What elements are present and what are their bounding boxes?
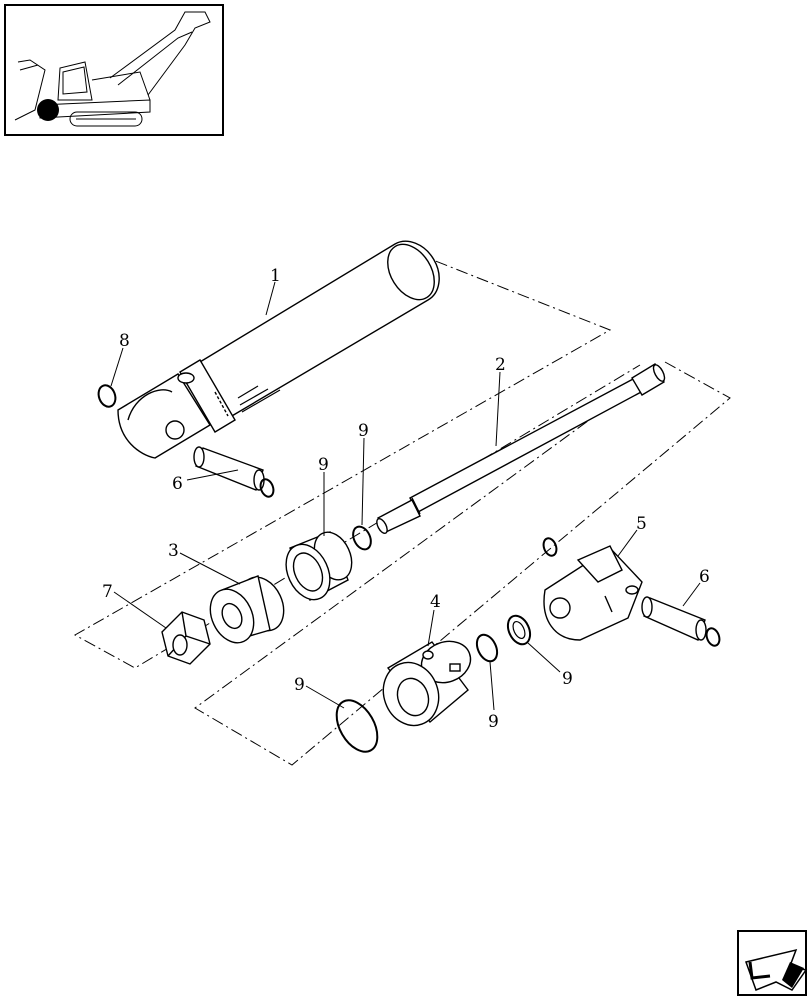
pin-upper[interactable] <box>193 446 265 491</box>
callout-3: 3 <box>168 541 179 561</box>
seal-ring-head[interactable] <box>473 632 501 665</box>
callout-9-seal: 9 <box>358 421 369 441</box>
callout-1: 1 <box>270 266 281 286</box>
o-ring-large[interactable] <box>328 693 385 758</box>
callout-9-wiper: 9 <box>562 669 573 689</box>
callout-9-bushing: 9 <box>318 455 329 475</box>
callout-9-head: 9 <box>488 712 499 732</box>
gland-bushing[interactable] <box>278 526 359 607</box>
rod-eye[interactable] <box>543 545 643 641</box>
piston[interactable] <box>202 570 292 650</box>
callout-5: 5 <box>636 514 647 534</box>
callout-8: 8 <box>119 331 130 351</box>
callout-9-oring: 9 <box>294 675 305 695</box>
seal-ring-small[interactable] <box>350 524 375 553</box>
callout-6-lower: 6 <box>699 567 710 587</box>
piston-rod[interactable] <box>375 363 667 535</box>
callout-4: 4 <box>430 592 441 612</box>
next-page-arrow-icon[interactable] <box>737 930 808 996</box>
snap-ring-upper-pin[interactable] <box>258 477 275 498</box>
cylinder-barrel[interactable] <box>117 236 444 459</box>
snap-ring-rod-eye[interactable] <box>541 536 558 557</box>
cylinder-head[interactable] <box>375 635 477 734</box>
wiper-ring[interactable] <box>504 612 535 648</box>
pin-lower[interactable] <box>641 596 707 641</box>
snap-ring-8[interactable] <box>96 383 119 409</box>
hex-nut[interactable] <box>161 611 211 665</box>
callout-2: 2 <box>495 355 506 375</box>
rod-group-frame <box>194 361 731 766</box>
snap-ring-lower-pin[interactable] <box>704 626 721 647</box>
location-marker-dot <box>37 99 59 121</box>
harvester-overview-thumbnail[interactable] <box>4 4 224 136</box>
callout-7: 7 <box>102 582 113 602</box>
callout-6-upper: 6 <box>172 474 183 494</box>
